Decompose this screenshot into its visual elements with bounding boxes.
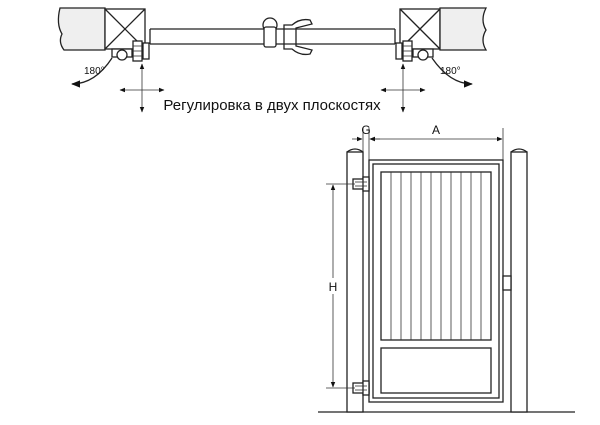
- rotation-label-right: 180°: [440, 66, 461, 77]
- left-wall: [57, 7, 106, 51]
- right-hinge: [395, 40, 434, 62]
- bottom-panel: [380, 347, 492, 394]
- top-view: 180° 180° Регулировка в двух плоскостях: [57, 7, 488, 114]
- rotation-arc-left: [71, 57, 113, 88]
- top-hinge: [352, 176, 370, 192]
- left-post: [346, 148, 364, 413]
- dimension-h: H: [326, 183, 355, 389]
- bottom-hinge: [352, 380, 370, 396]
- dimension-a-label: A: [432, 123, 440, 137]
- dimension-a: A: [369, 123, 504, 160]
- right-wall: [439, 7, 488, 51]
- gate-latch: [502, 275, 512, 291]
- gate-frame: [368, 159, 504, 403]
- left-hinge: [111, 40, 150, 62]
- front-view: G A H: [318, 123, 575, 413]
- adjustment-caption: Регулировка в двух плоскостях: [163, 97, 381, 114]
- latch: [262, 17, 313, 56]
- dimension-h-label: H: [329, 280, 338, 294]
- slat-panel: [380, 171, 492, 341]
- rotation-arc-right: [431, 57, 473, 88]
- dimension-g-label: G: [361, 123, 370, 137]
- adjust-arrows-right: [380, 63, 426, 113]
- right-post: [510, 148, 528, 413]
- rotation-label-left: 180°: [84, 66, 105, 77]
- adjust-arrows-left: [119, 63, 165, 113]
